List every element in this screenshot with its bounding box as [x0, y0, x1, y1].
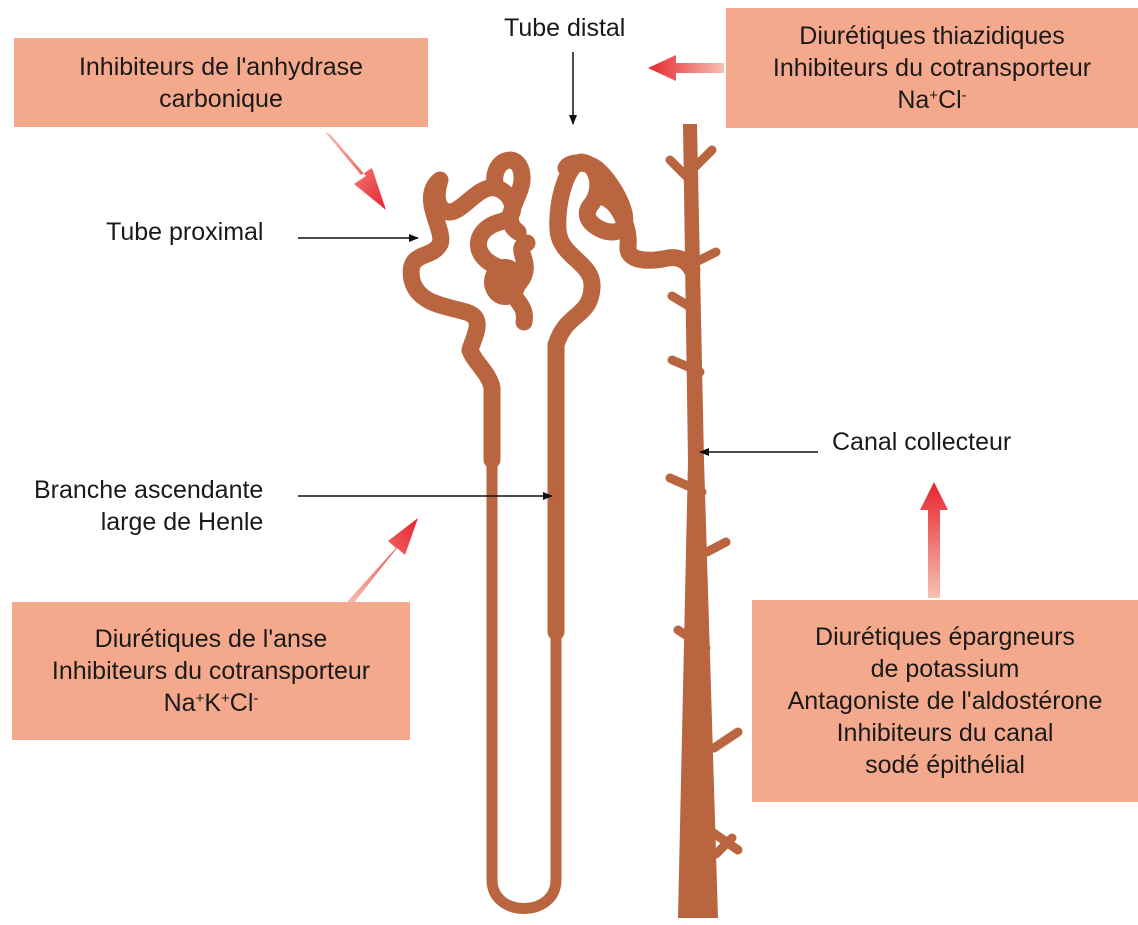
label-henle: Branche ascendante large de Henle: [34, 474, 263, 538]
label-collecting-duct: Canal collecteur: [832, 426, 1011, 458]
box-potassium-line2: de potassium: [871, 653, 1020, 685]
box-anhydrase-line1: Inhibiteurs de l'anhydrase: [79, 51, 363, 83]
box-thiazide-diuretics: Diurétiques thiazidiques Inhibiteurs du …: [726, 8, 1138, 128]
ion-na-charge: +: [929, 87, 938, 104]
ion-cl-charge: -: [962, 87, 967, 104]
box-loop-ions: Na+K+Cl-: [164, 687, 259, 719]
box-thiazide-line1: Diurétiques thiazidiques: [799, 20, 1064, 52]
collecting-duct: [670, 124, 738, 918]
label-henle-line1: Branche ascendante: [34, 474, 263, 506]
ion-na: Na: [897, 86, 929, 114]
box-thiazide-line2: Inhibiteurs du cotransporteur: [773, 52, 1091, 84]
box-loop-line2: Inhibiteurs du cotransporteur: [52, 655, 370, 687]
ion-cl-charge: -: [253, 690, 258, 707]
box-loop-line1: Diurétiques de l'anse: [95, 623, 328, 655]
red-arrow-thiazide: [648, 55, 724, 81]
red-arrow-potassium: [920, 482, 948, 598]
glomerulus: [484, 259, 526, 305]
box-potassium-sparing: Diurétiques épargneurs de potassium Anta…: [752, 600, 1138, 802]
ion-na: Na: [164, 689, 196, 717]
ion-cl: Cl: [230, 689, 254, 717]
box-anhydrase-line2: carbonique: [159, 83, 283, 115]
box-thiazide-ions: Na+Cl-: [897, 84, 966, 116]
distal-tubule: [556, 162, 692, 345]
label-proximal-tubule: Tube proximal: [106, 216, 263, 248]
red-arrow-loop: [346, 518, 418, 604]
box-anhydrase-inhibitors: Inhibiteurs de l'anhydrase carbonique: [14, 38, 428, 127]
label-henle-line2: large de Henle: [34, 506, 263, 538]
box-loop-diuretics: Diurétiques de l'anse Inhibiteurs du cot…: [12, 602, 410, 740]
box-potassium-line5: sodé épithélial: [865, 749, 1025, 781]
ion-k-charge: +: [221, 690, 230, 707]
label-distal-tubule: Tube distal: [504, 12, 625, 44]
box-potassium-line4: Inhibiteurs du canal: [837, 717, 1054, 749]
ion-k: K: [204, 689, 221, 717]
box-potassium-line1: Diurétiques épargneurs: [815, 621, 1075, 653]
ion-cl: Cl: [938, 86, 962, 114]
red-arrow-anhydrase: [325, 132, 386, 210]
ion-na-charge: +: [196, 690, 205, 707]
proximal-tubule: [411, 160, 527, 460]
loop-of-henle: [492, 345, 556, 909]
box-potassium-line3: Antagoniste de l'aldostérone: [788, 685, 1103, 717]
